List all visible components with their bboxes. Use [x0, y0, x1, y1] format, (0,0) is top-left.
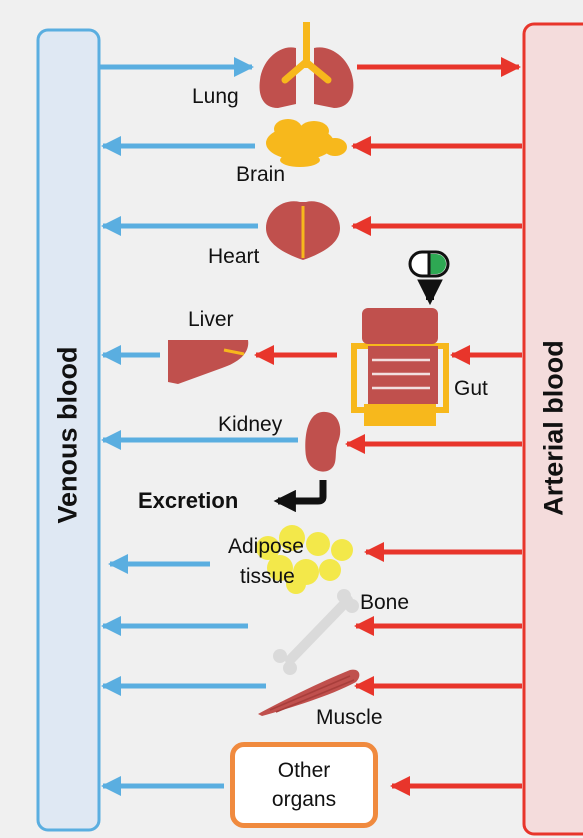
- lung-icon: [260, 22, 354, 108]
- arterial-blood-label: Arterial blood: [541, 340, 568, 516]
- arterial-arrows: [256, 67, 522, 786]
- other-organs-box: Other organs: [230, 742, 378, 828]
- adipose-label-line1: Adipose: [228, 536, 304, 557]
- liver-label: Liver: [188, 309, 234, 330]
- brain-icon: [266, 119, 347, 167]
- gut-label: Gut: [454, 378, 488, 399]
- muscle-label: Muscle: [316, 707, 383, 728]
- bone-icon: [273, 589, 359, 675]
- gut-icon: [354, 308, 446, 426]
- heart-icon: [266, 201, 340, 260]
- brain-label: Brain: [236, 164, 285, 185]
- other-organs-label-line2: organs: [235, 785, 373, 814]
- bent-arrow-icon: [278, 480, 323, 501]
- liver-icon: [168, 340, 248, 384]
- heart-label: Heart: [208, 246, 259, 267]
- other-organs-label-line1: Other: [235, 756, 373, 785]
- kidney-icon: [305, 412, 340, 472]
- capsule-icon: [410, 252, 448, 276]
- bone-label: Bone: [360, 592, 409, 613]
- lung-label: Lung: [192, 86, 239, 107]
- excretion-label: Excretion: [138, 490, 238, 512]
- kidney-label: Kidney: [218, 414, 282, 435]
- venous-blood-label: Venous blood: [55, 346, 82, 523]
- adipose-label-line2: tissue: [240, 566, 295, 587]
